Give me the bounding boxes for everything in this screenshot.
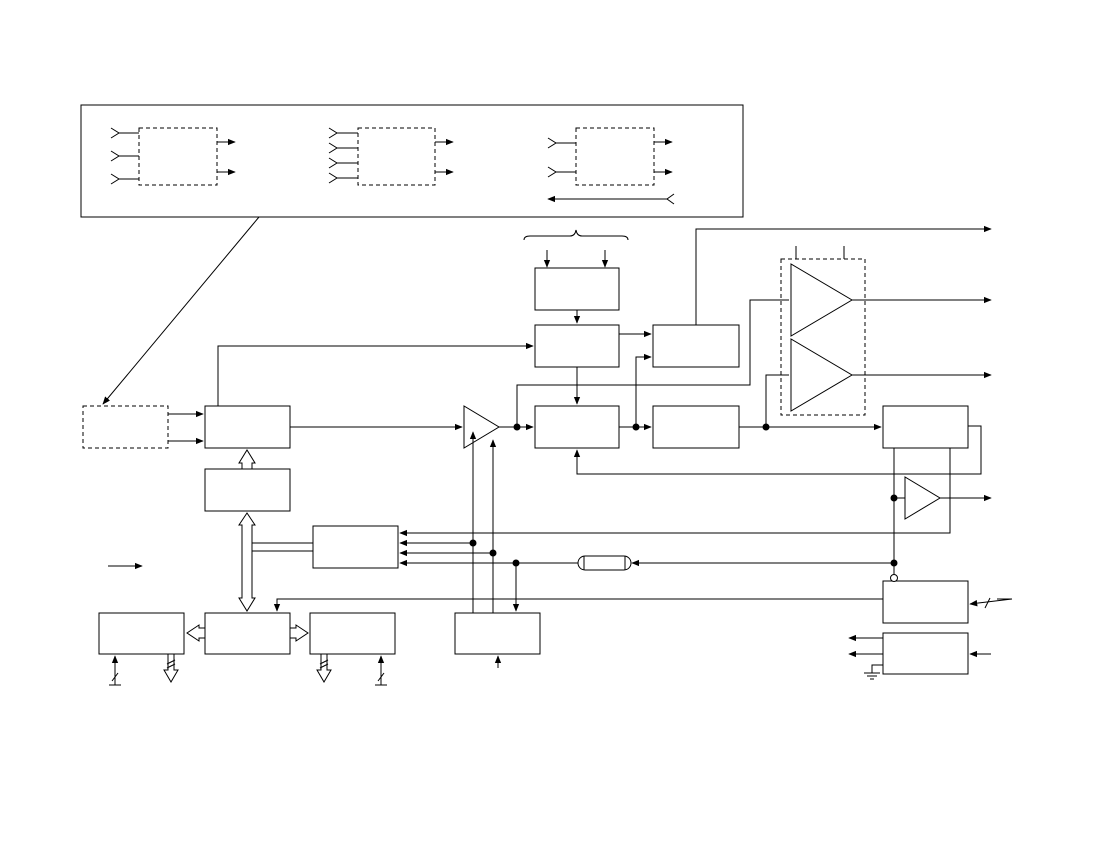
external-input-block [83, 406, 168, 448]
lower-right-1-input [969, 599, 1012, 607]
bus-to-mid-left [252, 543, 313, 551]
right-upper-block [653, 325, 739, 367]
center-upper-block [535, 325, 619, 367]
bottom-right-block [310, 613, 395, 654]
bottom-mid-block [205, 613, 290, 654]
center-right-block [653, 406, 739, 448]
crystal-resonator [578, 556, 631, 570]
output-amplifier-2 [791, 339, 852, 411]
bottom-left-hollow-output [164, 654, 178, 682]
amp-node-to-enclosure [517, 300, 789, 427]
far-right-feedback [573, 426, 981, 474]
bus-to-bottom-left [187, 625, 205, 641]
buffer-amplifier [905, 477, 940, 519]
lower-right-block-1 [883, 581, 968, 623]
top-center-block [535, 268, 619, 310]
center-main-block [535, 406, 619, 448]
junction-dots [469, 423, 898, 567]
bus-to-bottom-right [290, 625, 308, 641]
amplifier-enclosure [781, 259, 865, 415]
input-amplifier [464, 406, 499, 448]
mid-left-block [313, 526, 398, 568]
far-right-block [883, 406, 968, 448]
inset-pointer-line [102, 217, 259, 405]
node-to-amp-2 [766, 375, 789, 427]
lower-left-block [205, 469, 290, 511]
bottom-left-block [99, 613, 184, 654]
main-node-to-right-upper [636, 353, 652, 427]
inset-panel [81, 105, 743, 217]
far-right-to-mid-left [399, 448, 950, 537]
ground-symbol [864, 665, 883, 679]
input-to-center-upper [218, 342, 534, 406]
lower-right-to-bottom-mid [273, 599, 883, 612]
bus-to-input-block [239, 450, 255, 469]
inset-block-a [111, 128, 236, 185]
bottom-right-hollow-output [317, 654, 331, 682]
right-upper-to-output-top [696, 225, 992, 325]
inset-block-b [329, 128, 454, 185]
output-amplifier-1 [791, 264, 852, 336]
input-block [205, 406, 290, 448]
bus-vertical-main [239, 513, 255, 611]
top-brace [524, 230, 628, 240]
lower-right-1-input-slash [985, 598, 990, 608]
inset-block-c [547, 128, 674, 204]
bottom-center-block [455, 613, 540, 654]
lower-right-block-2 [883, 633, 968, 674]
inverting-bubble [891, 575, 898, 582]
